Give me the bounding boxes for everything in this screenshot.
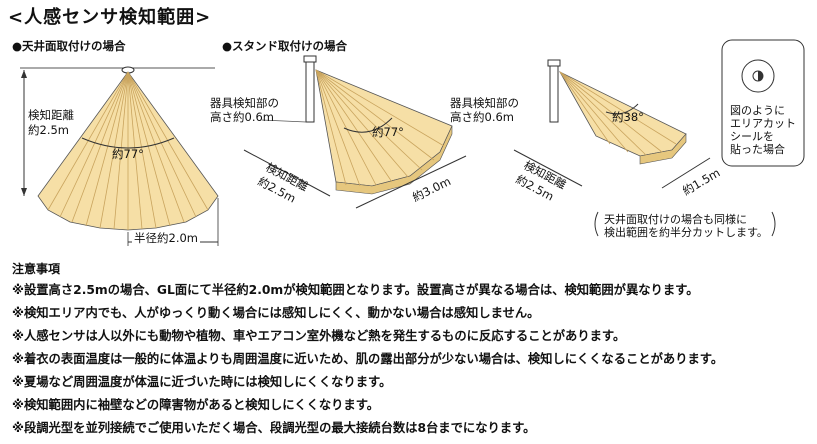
stand-caption: ●スタンド取付けの場合 (222, 39, 348, 53)
callout-line-3: シールを (730, 130, 774, 143)
cut-sensor-icon (547, 59, 561, 67)
ceiling-mount-diagram (20, 66, 219, 246)
cut-note-line-1: 天井面取付けの場合も同様に (604, 213, 747, 226)
cut-distance-dimension (513, 149, 583, 187)
stand-distance-dimension (243, 149, 331, 197)
cut-angle-arc (605, 103, 639, 115)
stand-height-label-1: 器具検知部の (210, 96, 279, 110)
note-item: ※人感センサは人以外にも動物や植物、車やエアコン室外機など熱を発生するものに反応… (12, 329, 626, 343)
note-item: ※検知範囲内に袖壁などの障害物があると検知しにくくなります。 (12, 398, 380, 412)
cut-width-dimension (661, 157, 711, 189)
cut-height-label-2: 高さ約0.6m (450, 110, 514, 124)
stand-fan-rays (315, 69, 445, 187)
notes-heading: 注意事項 (12, 262, 61, 276)
ceiling-angle-arc (81, 137, 175, 149)
stand-sensor-icon (303, 55, 317, 63)
cut-angle-label: 約38° (612, 110, 644, 124)
note-item: ※設置高さ2.5mの場合、GL面にて半径約2.0mが検知範囲となります。設置高さ… (12, 283, 699, 297)
ceiling-cone-rays (47, 71, 209, 230)
callout-line-4: 貼った場合 (730, 143, 785, 156)
note-item: ※着衣の表面温度は一般的に体温よりも周囲温度に近いため、肌の露出部分が少ない場合… (12, 352, 724, 366)
section-title: <人感センサ検知範囲> (8, 7, 212, 28)
stand-mount-diagram (243, 55, 467, 209)
ceiling-distance-label-1: 検知距離 (28, 108, 74, 122)
ceiling-distance-label-2: 約2.5m (28, 123, 69, 137)
area-cut-diagram (513, 39, 805, 237)
note-item: ※夏場など周囲温度が体温に近づいた時には検知しにくくなります。 (12, 375, 392, 389)
cut-fan-rays (559, 71, 677, 156)
cut-note-line-2: 検出範囲を約半分カットします。 (604, 226, 768, 239)
cut-height-label-1: 器具検知部の (450, 96, 519, 110)
ceiling-radius-label: 半径約2.0m (132, 231, 200, 245)
stand-angle-label: 約77° (372, 125, 404, 139)
callout-line-1: 図のように (730, 104, 785, 117)
note-item: ※段調光型を並列接続でご使用いただく場合、段調光型の最大接続台数は8台までになり… (12, 421, 536, 435)
stand-height-label-2: 高さ約0.6m (210, 110, 274, 124)
ceiling-caption: ●天井面取付けの場合 (12, 39, 126, 53)
stand-angle-arc (343, 117, 393, 133)
cut-pole (549, 63, 559, 123)
note-item: ※検知エリア内でも、人がゆっくり動く場合には感知しにくく、動かない場合は感知しま… (12, 306, 540, 320)
stand-width-dimension (355, 155, 467, 209)
ceiling-angle-label: 約77° (112, 147, 144, 161)
stand-pole (305, 59, 315, 123)
detection-range-diagram (20, 39, 805, 246)
callout-line-2: エリアカット (730, 117, 796, 130)
